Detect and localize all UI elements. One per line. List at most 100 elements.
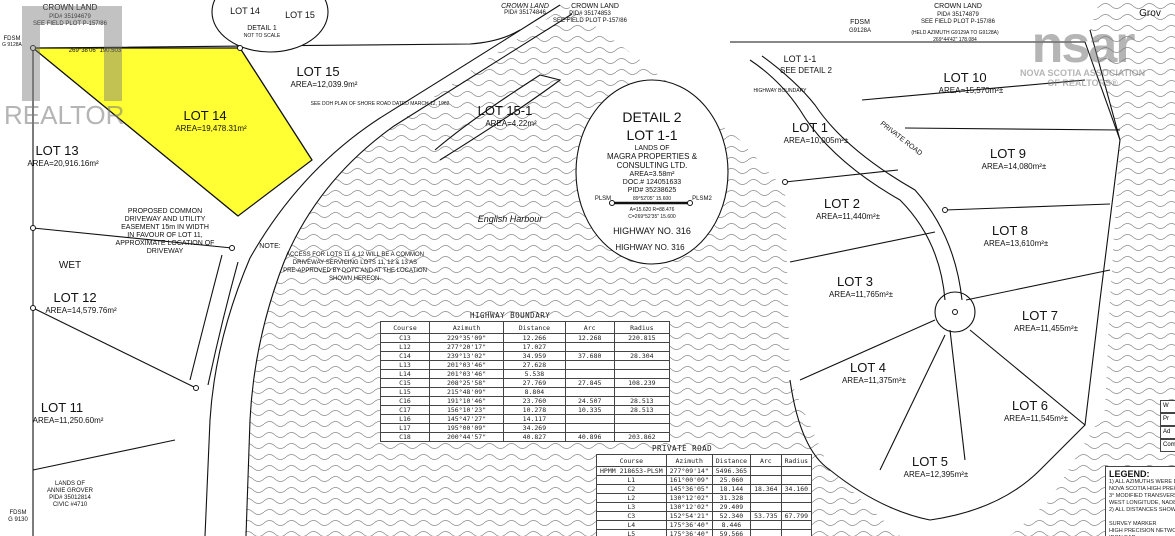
table-cell [564,360,615,370]
legend-box: LEGEND: 1) ALL AZIMUTHS WERE DETNOVA SCO… [1105,466,1175,536]
table-cell [750,493,782,503]
table-cell: 175°36'40" [665,529,713,536]
map-label: IN FAVOUR OF LOT 11, [127,232,203,239]
map-label: FDSM [10,510,27,516]
map-label: SEE FIELD PLOT P-157/86 [553,18,628,24]
table-cell: 53.735 [750,511,782,521]
table-cell: 220.815 [613,333,671,343]
map-label: G9128A [849,28,871,34]
table-cell: 8.446 [711,520,752,530]
map-label: LOT 14 [230,6,260,16]
column-header: Arc [564,321,615,334]
map-label: CIVIC #4710 [53,502,88,508]
lot13-lot12-line [32,227,233,249]
map-label: PID# 35174853 [569,11,611,17]
table-cell [613,360,671,370]
table-cell: L5 [596,529,667,536]
lot10-lot1 [861,79,1086,101]
legend-line: 1) ALL AZIMUTHS WERE DET [1109,479,1175,485]
map-label: PID# 35012814 [49,495,91,501]
table-cell [750,475,782,485]
lot-area: AREA=12,039.9m² [291,80,358,89]
map-label: PROPOSED COMMON [128,208,202,215]
map-label: CROWN LAND [43,3,98,12]
column-header: Course [596,454,667,467]
column-header: Radius [780,454,813,467]
table-cell [780,520,813,530]
private-road-east [761,55,963,301]
column-header: Distance [711,454,752,467]
map-label: SHOWN HEREON. [329,276,381,282]
table-cell: 29.409 [711,502,752,512]
title-block-cell: Com [1160,439,1175,452]
table-cell: 10.278 [503,405,566,415]
table-cell [564,387,615,397]
survey-marker-icon [237,45,243,51]
map-label: ANNIE GROVER [47,488,94,494]
detail-2-left-marker: PLSM [595,196,611,202]
highway-table-title: HIGHWAY BOUNDARY [470,311,551,320]
table-cell [780,466,813,476]
detail-1-outline [211,0,329,53]
table-cell: C3 [596,511,667,521]
map-label: LOT 15 [285,10,315,20]
lot-area: AREA=15,570m²± [939,86,1004,95]
table-cell: 145°36'05" [665,484,713,494]
lot-label: LOT 1-1 [784,54,817,64]
detail-2-road: HIGHWAY NO. 316 [613,226,691,236]
table-cell: L14 [380,369,430,379]
legend-line: HIGH PRECISION NETWORK [1109,528,1175,534]
table-cell: 130°12'02" [665,493,713,503]
map-label: APPROXIMATE LOCATION OF [116,240,215,247]
lot-label: LOT 9 [990,146,1026,161]
lot-area: AREA=11,375m²± [842,376,907,385]
private-road-label: HIGHWAY BOUNDARY [754,88,808,94]
table-cell: 12.266 [503,333,566,343]
table-cell: 201°03'46" [428,369,505,379]
table-cell: L2 [596,493,667,503]
table-cell [750,529,782,536]
table-cell: 28.513 [613,396,671,406]
table-cell: L12 [380,342,430,352]
lot-label: LOT 15-1 [478,103,533,118]
table-cell [750,502,782,512]
water-label-english-harbour: English Harbour [478,214,544,224]
lot-area: AREA=11,765m²± [829,290,894,299]
table-cell: 52.340 [711,511,752,521]
table-cell: 201°03'46" [428,360,505,370]
table-cell: L17 [380,423,430,433]
column-header: Azimuth [428,321,505,334]
lot2-lot3 [789,231,936,263]
table-cell: 40.896 [564,432,615,442]
table-cell: 14.117 [503,414,566,424]
table-cell: L3 [596,502,667,512]
table-cell [780,502,813,512]
table-cell: 67.799 [780,511,813,521]
lot-area: AREA=11,455m²± [1014,324,1079,333]
lot5-line [949,329,966,461]
highway-west-edge [204,4,561,536]
table-cell: 34.269 [503,423,566,433]
table-cell: 161°00'09" [665,475,713,485]
map-label: 269°44'42" 178.084 [933,37,977,43]
lot14-lot13-line [32,47,239,217]
table-cell: 152°54'21" [665,511,713,521]
survey-marker-icon [30,45,36,51]
lot-label: LOT 11 [41,400,83,415]
table-cell [613,342,671,352]
highway-label: HIGHWAY NO. 316 [615,243,685,252]
lot-label: LOT 5 [912,454,948,469]
